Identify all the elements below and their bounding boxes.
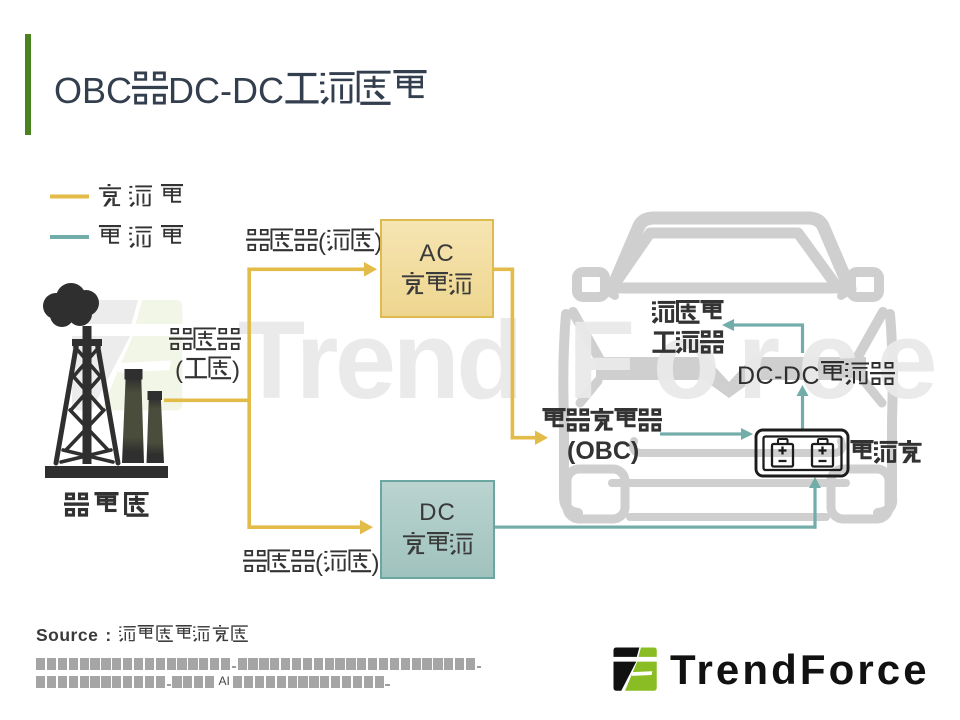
svg-text:Trend: Trend — [238, 299, 520, 422]
svg-text:Force: Force — [568, 299, 955, 422]
svg-text:TrendForce: TrendForce — [670, 646, 930, 693]
